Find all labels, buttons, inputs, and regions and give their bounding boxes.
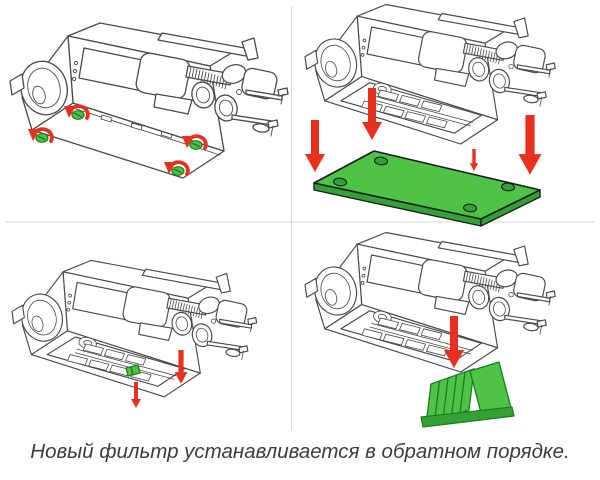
step-2-panel [304, 3, 556, 227]
down-arrow-icon [469, 149, 479, 171]
ventilation-unit-closed [9, 22, 289, 179]
caption: Новый фильтр устанавливается в обратном … [30, 440, 570, 463]
step-3-panel [11, 259, 258, 408]
pleated-filter [420, 361, 515, 428]
ventilation-unit-open [304, 3, 556, 145]
ventilation-unit-open [304, 231, 556, 373]
step-1-panel [9, 22, 289, 179]
down-arrow-icon [518, 115, 542, 175]
filter-cover-plate [313, 150, 541, 227]
step-4-panel [304, 231, 556, 428]
ventilation-unit-open [11, 259, 258, 398]
down-arrow-icon [305, 120, 325, 172]
